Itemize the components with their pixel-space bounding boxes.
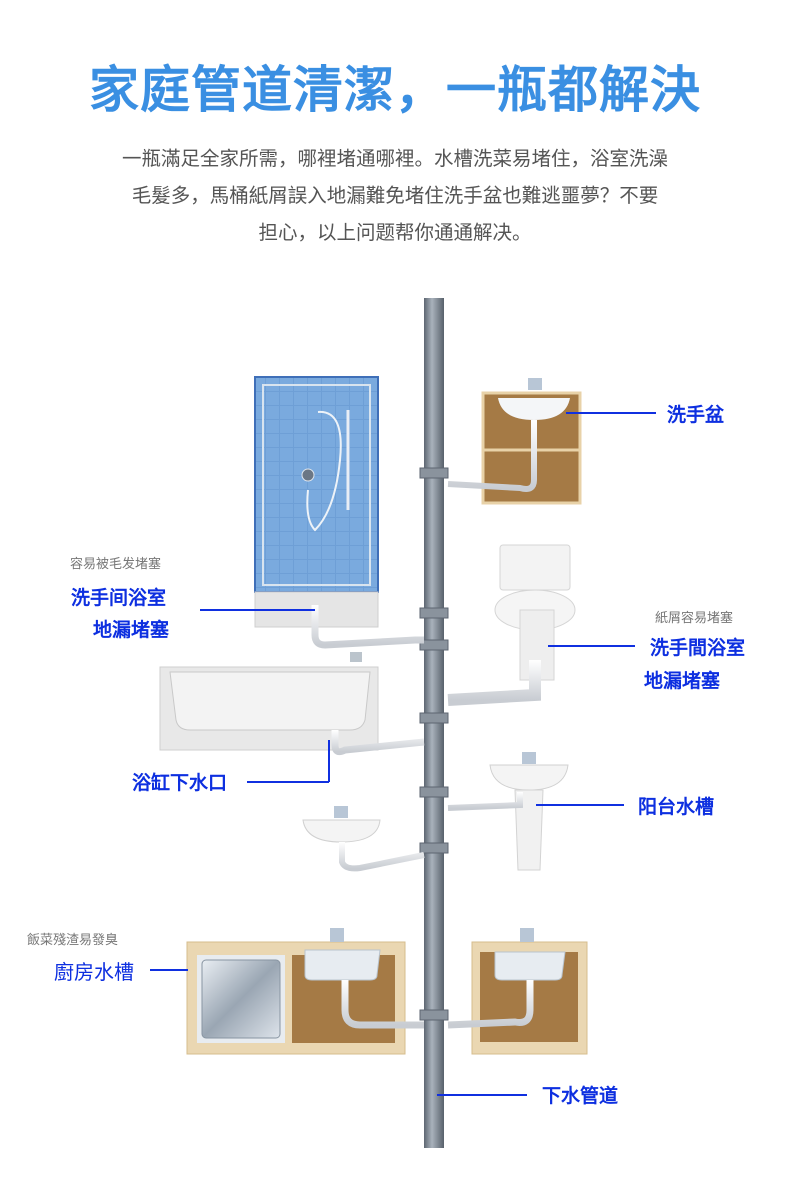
shower-label-line2: 地漏堵塞 — [93, 619, 170, 641]
kitchen-label: 廚房水槽 — [54, 960, 134, 984]
leader-line — [548, 645, 635, 647]
washbasin-label: 洗手盆 — [667, 404, 725, 426]
right-sink-illustration — [447, 928, 588, 1055]
toilet-note: 紙屑容易堵塞 — [655, 611, 734, 626]
drainpipe-label: 下水管道 — [542, 1085, 619, 1107]
toilet-label-line2: 地漏堵塞 — [644, 670, 721, 692]
leader-line — [150, 969, 188, 971]
shower-label-line1: 洗手间浴室 — [71, 587, 167, 609]
leader-line — [566, 412, 656, 414]
left-sink-illustration — [302, 806, 425, 872]
leader-line — [247, 781, 329, 783]
toilet-illustration — [447, 544, 576, 706]
intro-line: 担心，以上问题帮你通通解决。 — [258, 221, 532, 244]
intro-line: 毛髮多，馬桶紙屑誤入地漏難免堵住洗手盆也難逃噩夢？不要 — [131, 184, 659, 207]
leader-line — [328, 740, 330, 782]
washbasin-illustration — [447, 378, 582, 505]
page-title: 家庭管道清潔，一瓶都解決 — [89, 61, 701, 119]
leader-line — [536, 804, 624, 806]
kitchen-sink-illustration — [186, 928, 424, 1055]
leader-line — [200, 609, 315, 611]
balcony-sink-illustration — [447, 752, 569, 871]
bathtub-label: 浴缸下水口 — [132, 772, 228, 794]
shower-note: 容易被毛发堵塞 — [70, 557, 162, 572]
intro-line: 一瓶滿足全家所需，哪裡堵通哪裡。水槽洗菜易堵住，浴室洗澡 — [121, 147, 668, 170]
balcony-label: 阳台水槽 — [638, 796, 715, 818]
intro-text: 一瓶滿足全家所需，哪裡堵通哪裡。水槽洗菜易堵住，浴室洗澡 毛髮多，馬桶紙屑誤入地… — [60, 140, 730, 251]
main-drain-pipe — [419, 298, 449, 1148]
shower-illustration — [254, 376, 424, 649]
bathtub-illustration — [159, 652, 425, 756]
kitchen-note: 飯菜殘渣易發臭 — [27, 933, 119, 948]
toilet-label-line1: 洗手間浴室 — [650, 637, 746, 659]
leader-line — [437, 1094, 527, 1096]
